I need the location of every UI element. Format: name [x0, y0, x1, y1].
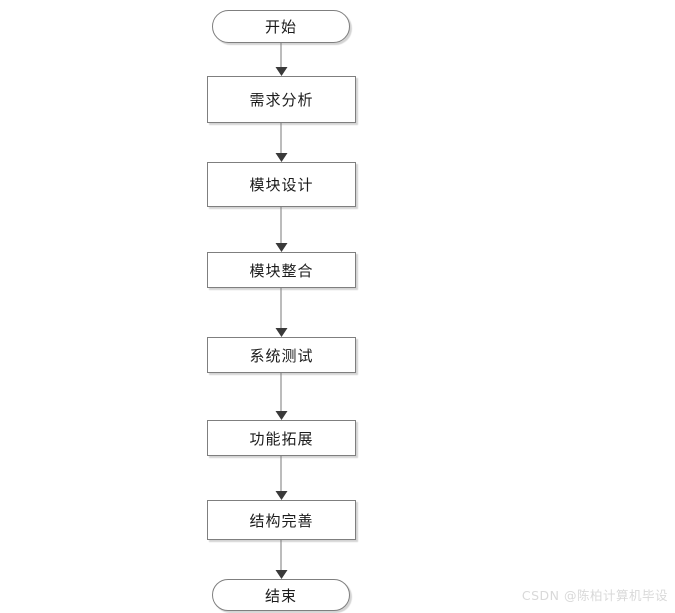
flow-arrow-3	[275, 207, 288, 252]
flow-node-module-integration: 模块整合	[207, 252, 356, 288]
flow-arrow-1	[275, 43, 288, 76]
flow-node-requirements-analysis: 需求分析	[207, 76, 356, 123]
flow-arrow-5	[275, 373, 288, 420]
flow-node-label: 系统测试	[249, 346, 314, 365]
arrow-line	[280, 540, 282, 570]
flow-node-end: 结束	[212, 579, 350, 611]
arrow-line	[280, 207, 282, 243]
arrow-head-icon	[275, 67, 287, 76]
arrow-head-icon	[275, 570, 287, 579]
flow-node-label: 需求分析	[249, 91, 314, 109]
flow-node-module-design: 模块设计	[207, 162, 356, 207]
flow-arrow-4	[275, 288, 288, 337]
flow-node-start-label: 开始	[264, 18, 297, 36]
flow-node-label: 模块整合	[249, 261, 314, 280]
arrow-head-icon	[275, 411, 287, 420]
arrow-head-icon	[275, 491, 287, 500]
flow-node-label: 结构完善	[249, 511, 314, 530]
flow-node-structure-refinement: 结构完善	[207, 500, 356, 540]
arrow-line	[280, 456, 282, 491]
flow-node-label: 模块设计	[249, 176, 314, 194]
flow-arrow-7	[275, 540, 288, 579]
arrow-line	[280, 288, 282, 328]
arrow-line	[280, 373, 282, 411]
flow-node-system-testing: 系统测试	[207, 337, 356, 373]
watermark-text: CSDN @陈柏计算机毕设	[521, 588, 668, 603]
arrow-head-icon	[275, 153, 287, 162]
flow-node-feature-expansion: 功能拓展	[207, 420, 356, 456]
flow-arrow-6	[275, 456, 288, 500]
flow-node-end-label: 结束	[264, 586, 297, 605]
flow-arrow-2	[275, 123, 288, 162]
flow-node-start: 开始	[212, 10, 350, 43]
arrow-head-icon	[275, 328, 287, 337]
arrow-line	[280, 43, 282, 67]
flow-node-label: 功能拓展	[249, 429, 314, 448]
arrow-head-icon	[275, 243, 287, 252]
arrow-line	[280, 123, 282, 153]
